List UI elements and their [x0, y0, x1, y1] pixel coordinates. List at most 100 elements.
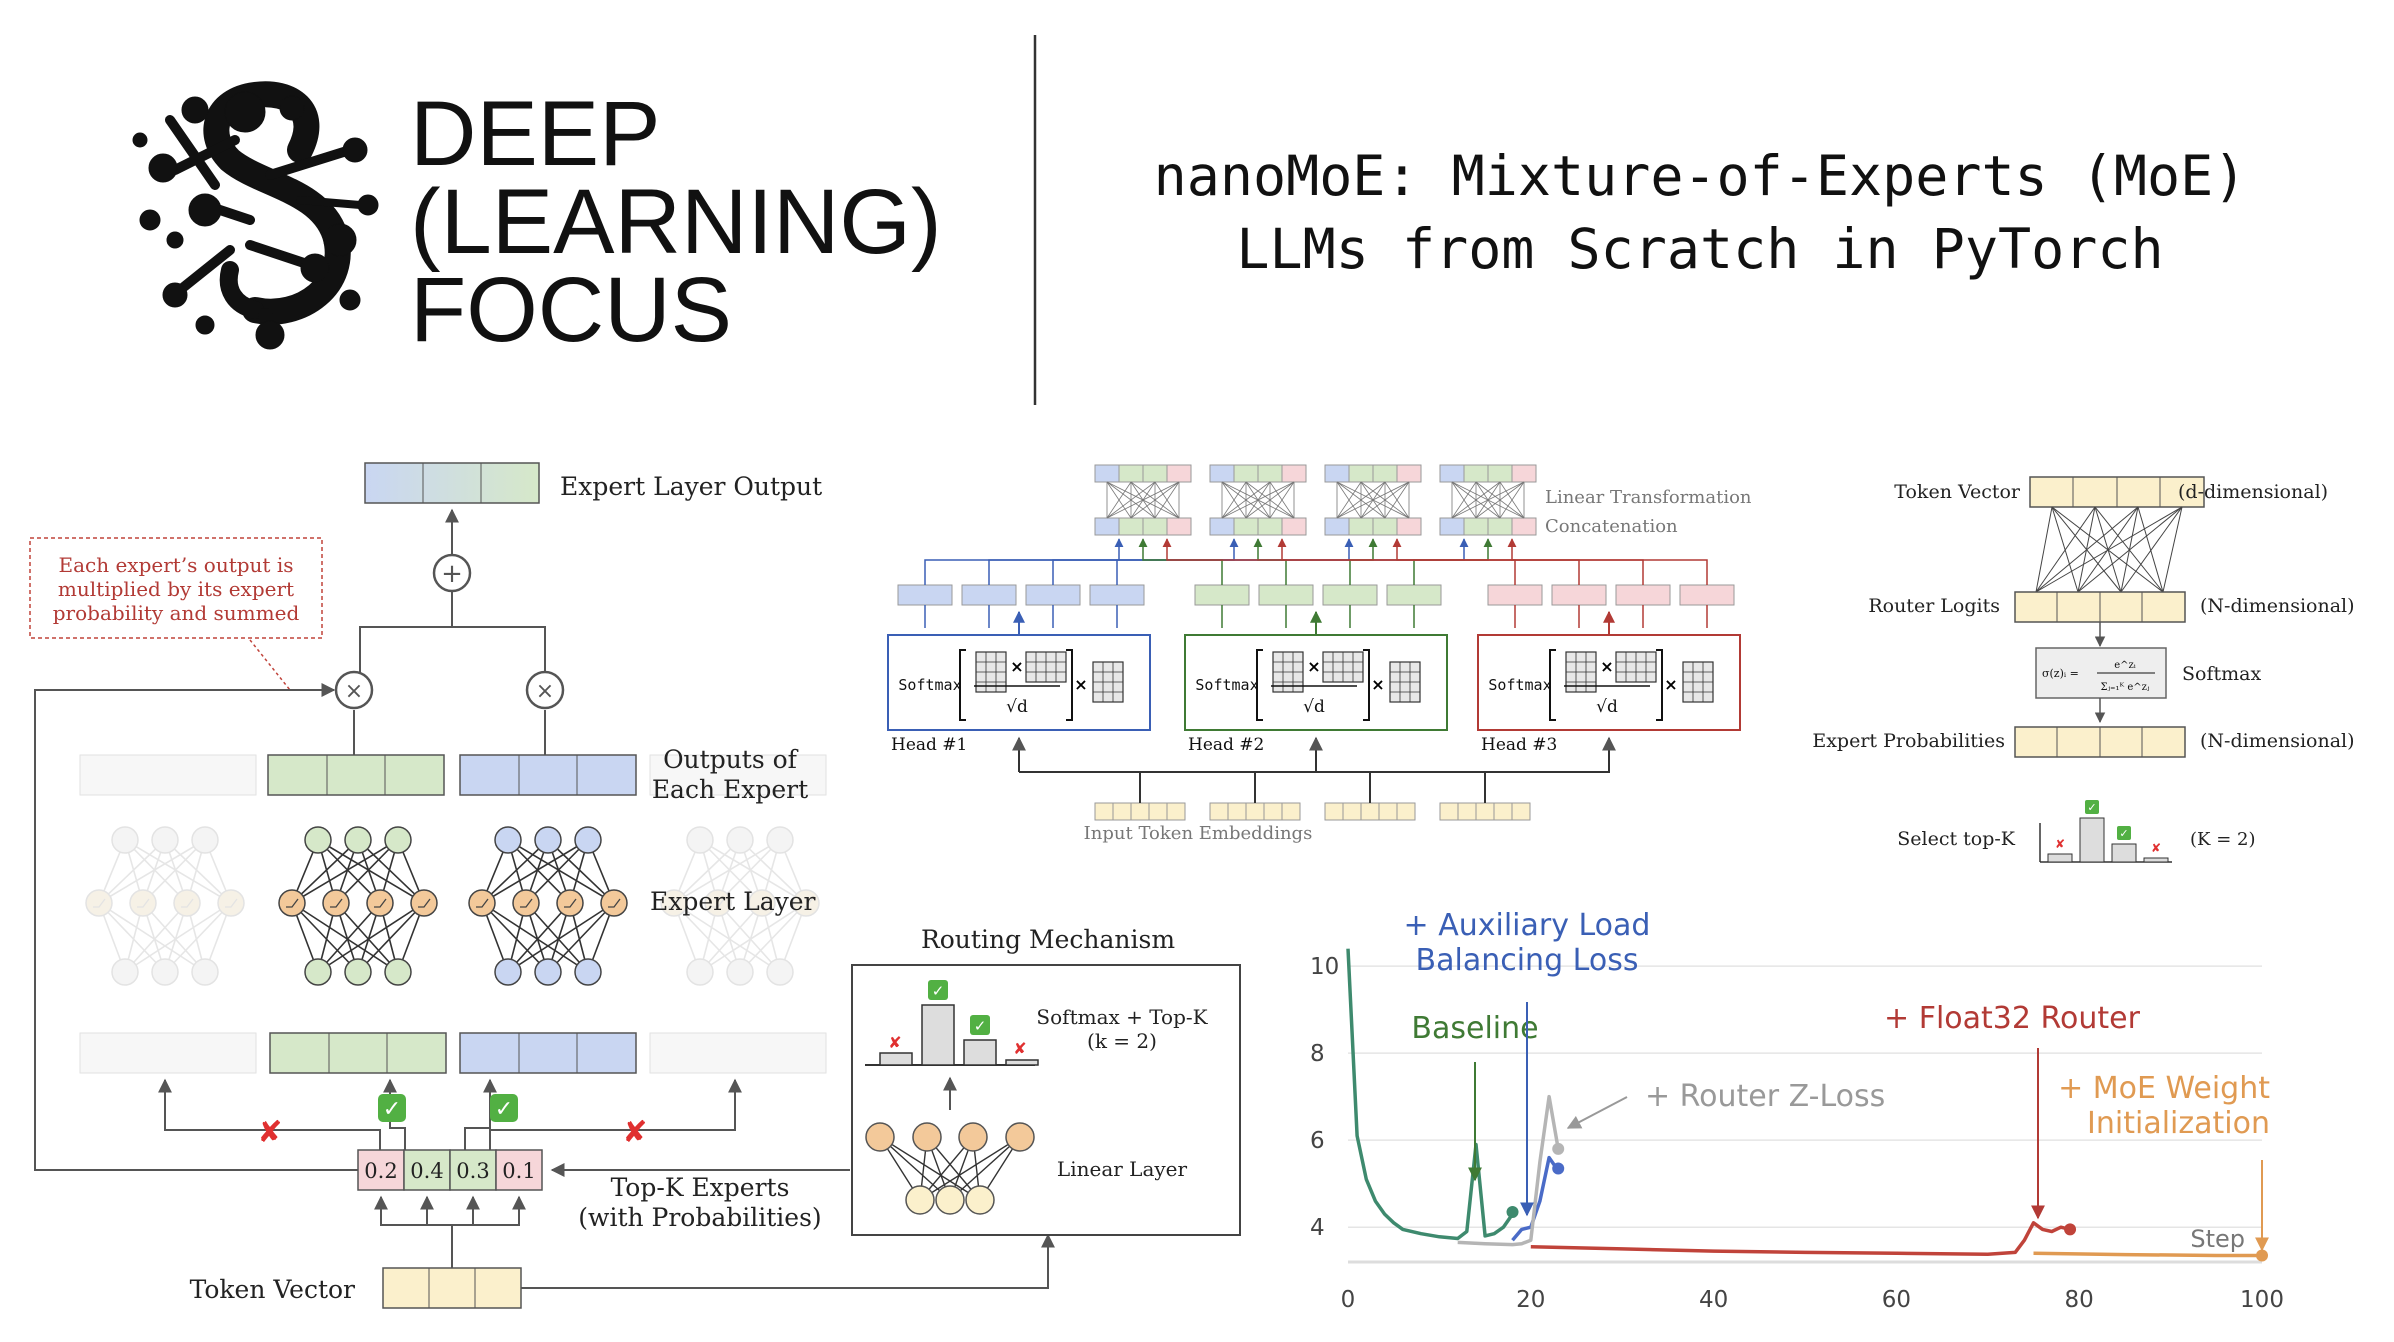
cross-icon: ✘: [2151, 841, 2161, 855]
embedding-cell: [1094, 802, 1114, 821]
head-output-token: [1551, 584, 1607, 606]
series-line: [1457, 1094, 1560, 1247]
neuron: [304, 826, 332, 854]
neuron: [384, 826, 412, 854]
head-output-token: [1089, 584, 1145, 606]
softmax-topk-label-2: (k = 2): [1087, 1029, 1157, 1053]
svg-text:✘: ✘: [622, 1115, 647, 1150]
neuron: [384, 958, 412, 986]
chart-annotation: + Router Z-Loss: [1645, 1079, 1885, 1114]
neuron: [704, 889, 732, 917]
embedding-cell: [1493, 802, 1513, 821]
chart-annotation: Balancing Loss: [1416, 943, 1639, 978]
neuron: [726, 826, 754, 854]
chart-annotation: Initialization: [2087, 1106, 2270, 1141]
prob-2: 0.3: [456, 1159, 489, 1183]
head-label: Head #1: [891, 735, 967, 755]
chart-annotation: Baseline: [1411, 1011, 1538, 1046]
y-tick-label: 6: [1310, 1128, 1325, 1154]
title-line-2: LLMs from Scratch in PyTorch: [1236, 217, 2163, 281]
neuron: [686, 826, 714, 854]
neuron: [217, 889, 245, 917]
prob-0: 0.2: [364, 1159, 397, 1183]
sqrt-d-label: √d: [1006, 697, 1028, 717]
neuron: [556, 889, 584, 917]
output-projection-block: [1094, 464, 1192, 536]
token-vector-block: Token Vector: [190, 1267, 522, 1309]
neuron: [322, 889, 350, 917]
chart-annotation: + MoE Weight: [2058, 1071, 2270, 1106]
neuron: [965, 1185, 995, 1215]
softmax-label: Softmax: [1488, 676, 1551, 694]
expert-inputs-row: [79, 1032, 827, 1074]
cross-icon: ✘: [1013, 1039, 1026, 1058]
expert-network: [278, 826, 438, 986]
embedding-cell: [1457, 802, 1477, 821]
router-fan-connections: [2035, 506, 2183, 593]
neuron: [468, 889, 496, 917]
head-output-token: [1025, 584, 1081, 606]
x-tick-label: 0: [1341, 1287, 1356, 1313]
topk-label-2: (with Probabilities): [578, 1203, 821, 1232]
expert-layer-output-block: Expert Layer Output: [364, 462, 822, 504]
attention-head-2: Softmax×√d×Head #2: [1138, 538, 1493, 772]
embedding-cell: [1439, 802, 1459, 821]
series-line: [2033, 1251, 2262, 1258]
multiply-sign: ×: [1600, 657, 1613, 676]
embedding-cell: [1112, 802, 1132, 821]
brand-line-2: (LEARNING): [410, 171, 942, 273]
chart-annotation: + Float32 Router: [1884, 1001, 2141, 1036]
embedding-cell: [1475, 802, 1495, 821]
svg-text:✓: ✓: [2087, 801, 2096, 814]
neuron: [494, 958, 522, 986]
multiply-sign: ×: [1010, 657, 1023, 676]
neuron: [278, 889, 306, 917]
linear-transformation-label: Linear Transformation: [1545, 487, 1752, 508]
embedding-cell: [1342, 802, 1362, 821]
neuron: [151, 826, 179, 854]
cross-icon: ✘: [888, 1033, 901, 1052]
neuron: [912, 1122, 942, 1152]
neuron: [726, 958, 754, 986]
outputs-label-line-2: Each Expert: [652, 775, 808, 804]
neuron: [534, 826, 562, 854]
svg-text:✓: ✓: [383, 1097, 401, 1122]
multiply-node-right: ×: [525, 670, 565, 710]
annotation-line-3: probability and summed: [53, 601, 300, 625]
multiply-sign: ×: [1664, 675, 1677, 694]
multiply-sign: ×: [1307, 657, 1320, 676]
neuron: [686, 958, 714, 986]
x-axis-label: Step: [2190, 1225, 2245, 1253]
head-output-token: [961, 584, 1017, 606]
neuron: [792, 889, 820, 917]
check-icon: ✓: [2085, 800, 2099, 814]
embedding-cell: [1263, 802, 1283, 821]
neuron: [344, 958, 372, 986]
neuron: [344, 826, 372, 854]
routing-mechanism-box: Routing Mechanism ✘ ✓ ✓ ✘ Softmax + Top-…: [851, 925, 1241, 1236]
prob-1: 0.4: [410, 1159, 443, 1183]
neuron: [494, 826, 522, 854]
n-dim-label-2: (N-dimensional): [2200, 730, 2355, 752]
head-label: Head #3: [1481, 735, 1557, 755]
series-line: [1530, 1221, 2071, 1256]
page-title: nanoMoE: Mixture-of-Experts (MoE) LLMs f…: [1154, 144, 2247, 281]
embedding-cell: [1360, 802, 1380, 821]
prob-3: 0.1: [502, 1159, 535, 1183]
expert-network: [85, 826, 245, 986]
expert-outputs-row: Outputs of Each Expert: [79, 745, 827, 804]
output-projection-block: [1439, 464, 1537, 536]
head-label: Head #2: [1188, 735, 1264, 755]
neuron: [534, 958, 562, 986]
series-end-point: [2064, 1223, 2077, 1236]
series-end-point: [1552, 1162, 1565, 1175]
neuron: [512, 889, 540, 917]
head-output-token: [1615, 584, 1671, 606]
cross-icon: ✘: [2055, 837, 2065, 851]
embedding-cell: [1378, 802, 1398, 821]
embedding-cell: [1324, 802, 1344, 821]
probability-vector: 0.2 0.4 0.3 0.1: [357, 1149, 543, 1191]
svg-text:✘: ✘: [257, 1115, 282, 1150]
